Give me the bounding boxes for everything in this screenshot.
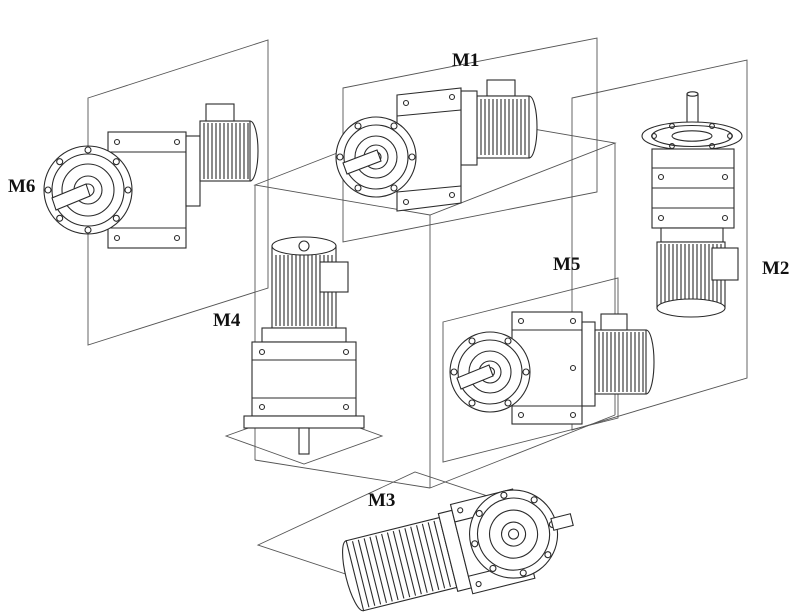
- output-shaft-m4: [298, 427, 310, 455]
- label-m2: M2: [762, 258, 789, 279]
- gearmotor-m3: [342, 488, 574, 612]
- mounting-cube: [253, 112, 617, 489]
- terminal-box-m2: [711, 247, 739, 281]
- mounting-plane-m5: [442, 277, 619, 463]
- terminal-box-m4: [319, 261, 349, 293]
- terminal-box-m6: [205, 103, 235, 122]
- mounting-plane-m6: [87, 39, 269, 346]
- gearbox-m4: [251, 341, 357, 417]
- gearmotor-m6: [43, 103, 259, 249]
- terminal-box-m5: [600, 313, 628, 331]
- output-shaft-m1: [342, 149, 382, 175]
- gearmotor-m5: [449, 311, 655, 425]
- label-m4: M4: [213, 310, 241, 331]
- motor-fins-m3: [351, 520, 451, 608]
- output-shaft-m6: [51, 183, 91, 211]
- output-shaft-m3: [550, 513, 574, 531]
- label-m3: M3: [368, 490, 395, 511]
- label-m5: M5: [553, 254, 580, 275]
- label-m1: M1: [452, 50, 479, 71]
- output-flange-m2: [641, 121, 743, 151]
- gearmotor-m2: [641, 91, 743, 318]
- output-flange-m4: [243, 415, 365, 429]
- motor-fins-m1: [480, 99, 526, 155]
- terminal-box-m1: [486, 79, 516, 97]
- mounting-plane-m1: [342, 37, 598, 243]
- label-m6: M6: [8, 176, 35, 197]
- output-shaft-m5: [456, 364, 494, 390]
- motor-fins-m5: [598, 332, 644, 392]
- gearmotor-m1: [335, 79, 538, 212]
- motor-fins-m6: [203, 123, 249, 179]
- gearmotor-m4: [243, 236, 365, 455]
